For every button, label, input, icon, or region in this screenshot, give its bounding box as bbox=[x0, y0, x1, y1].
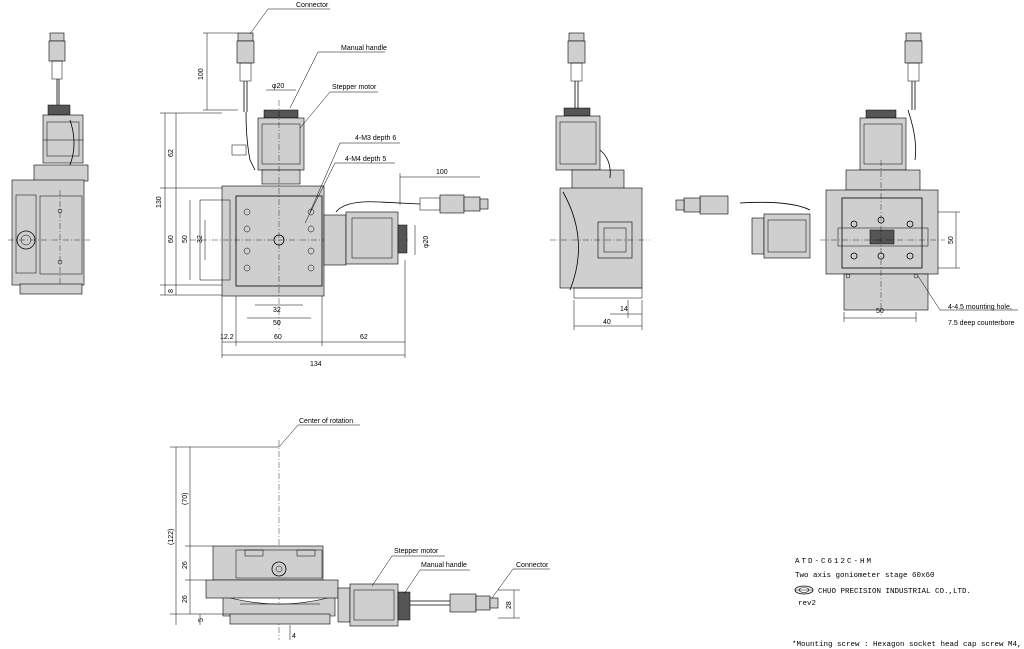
dim-40: 40 bbox=[603, 319, 611, 326]
callout-m4-depth: 4-M4 depth 5 bbox=[345, 156, 386, 163]
title-block: ATD-C612C-HM Two axis goniometer stage 6… bbox=[792, 558, 1024, 649]
dim-100-right: 100 bbox=[436, 169, 448, 176]
footnote: *Mounting screw : Hexagon socket head ca… bbox=[792, 641, 1024, 649]
dim-60-bottom: 60 bbox=[274, 334, 282, 341]
callout-stepper-motor-bottom: Stepper motor bbox=[394, 548, 439, 555]
dim-phi20-right: φ20 bbox=[423, 236, 430, 248]
dim-62-left: 62 bbox=[168, 149, 175, 157]
callout-stepper-motor-top: Stepper motor bbox=[332, 84, 377, 91]
dim-122: (122) bbox=[168, 529, 175, 545]
dim-32-bottom: 32 bbox=[273, 307, 281, 314]
dim-134: 134 bbox=[310, 361, 322, 368]
front-view: (122) (70) 26 26 5 4 28 Center of rotati… bbox=[168, 418, 550, 640]
dim-26-lower: 26 bbox=[182, 595, 189, 603]
dim-28: 28 bbox=[506, 601, 513, 609]
dim-14: 14 bbox=[620, 306, 628, 313]
dim-100-top: 100 bbox=[198, 68, 205, 80]
callout-manual-handle-top: Manual handle bbox=[341, 45, 387, 52]
right-side-view: 40 14 bbox=[550, 32, 650, 330]
dim-60-left: 60 bbox=[168, 235, 175, 243]
model-number: ATD-C612C-HM bbox=[795, 558, 873, 566]
top-view-callouts: Connector Manual handle Stepper motor 4-… bbox=[249, 2, 400, 224]
company-name: CHUO PRECISION INDUSTRIAL CO.,LTD. bbox=[818, 588, 971, 596]
back-view: 50 50 4-4.5 mounting hole, 7.5 deep coun… bbox=[675, 32, 1018, 327]
dim-12-2: 12.2 bbox=[220, 334, 234, 341]
callout-connector-bottom: Connector bbox=[516, 562, 549, 569]
callout-mount-hole-1: 4-4.5 mounting hole, bbox=[948, 304, 1012, 311]
callout-mount-hole-2: 7.5 deep counterbore bbox=[948, 320, 1015, 327]
callout-connector-top: Connector bbox=[296, 2, 329, 9]
dim-50-rightview: 50 bbox=[948, 236, 955, 244]
callout-m3-depth: 4-M3 depth 6 bbox=[355, 135, 396, 142]
dim-4: 4 bbox=[292, 633, 296, 640]
dim-50-left: 50 bbox=[182, 235, 189, 243]
top-view-dimensions: 100 φ20 130 62 60 50 32 8 100 φ20 32 50 bbox=[156, 32, 480, 368]
company-logo bbox=[794, 585, 814, 595]
top-plan-view bbox=[190, 32, 489, 330]
dim-70: (70) bbox=[182, 493, 189, 505]
dim-26-upper: 26 bbox=[182, 561, 189, 569]
dim-50-rightview-bottom: 50 bbox=[876, 308, 884, 315]
dim-50-bottom: 50 bbox=[273, 320, 281, 327]
dim-phi20-top: φ20 bbox=[272, 83, 284, 90]
dim-32-left: 32 bbox=[197, 235, 204, 243]
callout-manual-handle-bottom: Manual handle bbox=[421, 562, 467, 569]
revision: rev2 bbox=[798, 600, 816, 608]
callout-center-of-rotation: Center of rotation bbox=[299, 418, 353, 425]
dim-130: 130 bbox=[156, 196, 163, 208]
dim-5: 5 bbox=[198, 618, 205, 622]
product-description: Two axis goniometer stage 60x60 bbox=[795, 572, 935, 580]
left-side-view bbox=[8, 32, 90, 295]
dim-8-left: 8 bbox=[168, 289, 175, 293]
dim-62-bottom: 62 bbox=[360, 334, 368, 341]
